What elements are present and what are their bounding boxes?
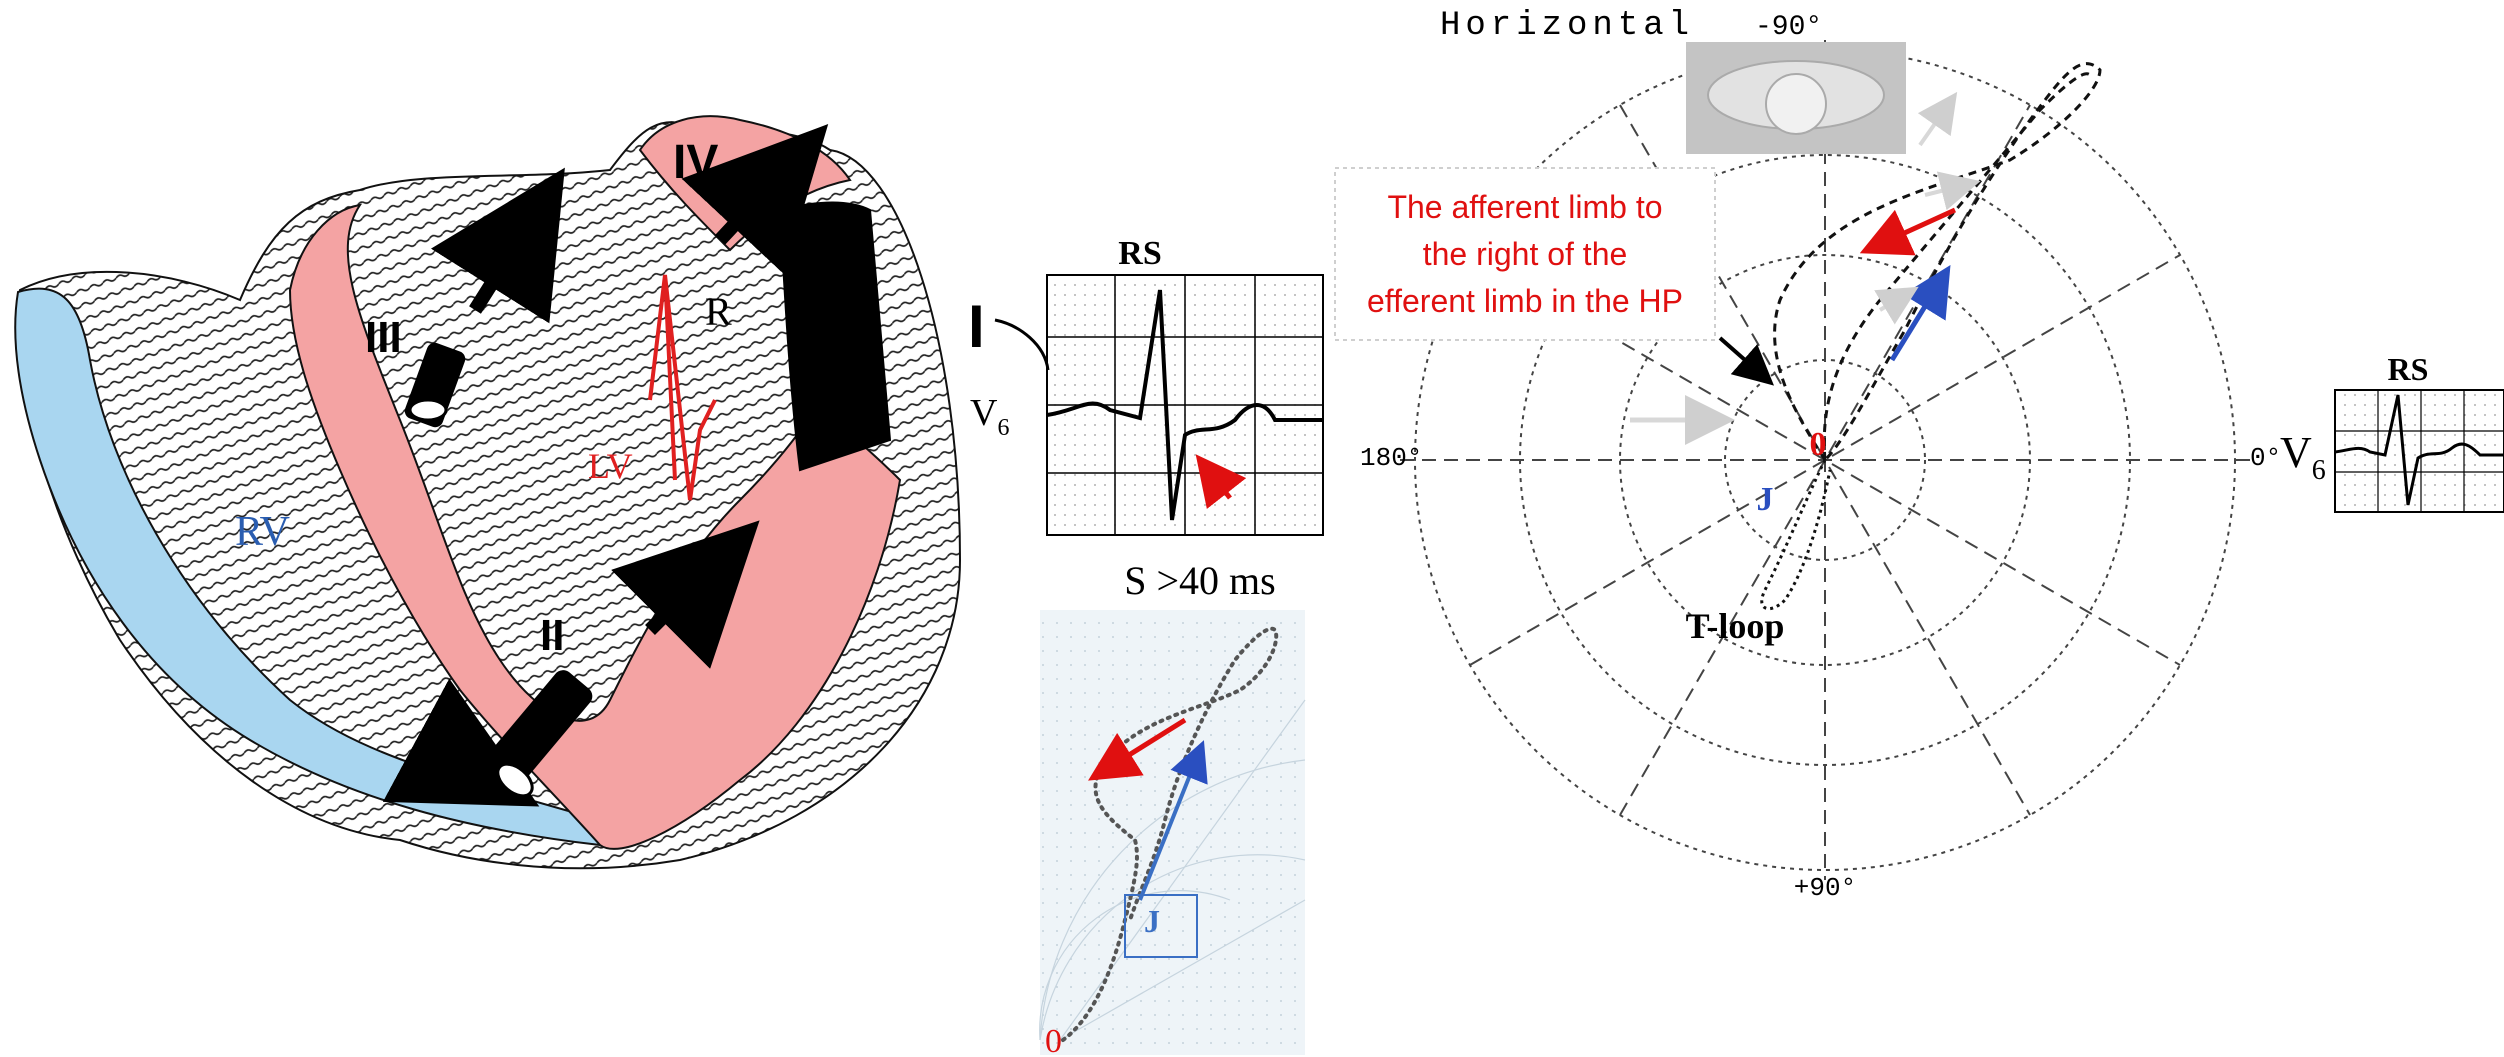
ecg-small-lead-label: V6 xyxy=(970,392,1009,441)
ecg-small-title: RS xyxy=(1118,235,1161,272)
polar-black-arrow xyxy=(1720,338,1762,375)
polar-j-label: J xyxy=(1757,481,1774,518)
label-seg-iv: IV xyxy=(673,136,718,189)
annotation-line-2: the right of the xyxy=(1423,236,1628,272)
polar-origin-label: 0 xyxy=(1810,426,1827,463)
label-r: R xyxy=(705,289,732,334)
polar-t-loop-label: T-loop xyxy=(1686,606,1785,646)
vcg-small-background xyxy=(1040,610,1305,1055)
ecg-small-lead-bracket xyxy=(995,320,1048,370)
torso-thumbnail xyxy=(1686,42,1906,154)
vcg-small-j-label: J xyxy=(1144,903,1160,939)
polar-gray-arrow-right xyxy=(1880,295,1905,310)
vcg-panel-small: J 0 xyxy=(1040,610,1305,1057)
ecg-right-lead-label: V6 xyxy=(2280,428,2326,486)
ecg-right-title: RS xyxy=(2388,351,2429,387)
polar-bottom-angle: +90° xyxy=(1794,873,1856,903)
polar-title: Horizontal xyxy=(1440,7,1694,45)
label-seg-iii: III xyxy=(365,313,402,362)
ecg-panel-right: V6 RS xyxy=(2280,351,2504,512)
ecg-small-lead-symbol: I xyxy=(968,293,985,360)
scar-region xyxy=(780,203,890,471)
annotation-line-3: efferent limb in the HP xyxy=(1367,283,1683,319)
polar-gray-arrow-top xyxy=(1920,105,1948,145)
polar-blue-arrow xyxy=(1892,282,1940,360)
polar-plot: Horizontal -90° xyxy=(1335,7,2281,903)
heart-illustration: RV LV R I II III IV xyxy=(15,116,960,868)
label-seg-ii: II xyxy=(540,611,564,660)
annotation-line-1: The afferent limb to xyxy=(1387,189,1662,225)
vcg-small-origin-label: 0 xyxy=(1045,1023,1062,1057)
polar-left-angle: 180° xyxy=(1360,443,1422,473)
polar-top-angle: -90° xyxy=(1755,12,1822,43)
ecg-right-grid xyxy=(2335,390,2504,512)
label-seg-i: I xyxy=(435,696,447,745)
polar-right-angle: 0° xyxy=(2250,443,2281,473)
label-lv: LV xyxy=(588,446,633,486)
polar-annotation: The afferent limb to the right of the ef… xyxy=(1335,168,1715,340)
polar-red-arrow xyxy=(1878,210,1955,245)
label-rv: RV xyxy=(235,509,290,555)
ecg-small-duration: S >40 ms xyxy=(1124,558,1275,603)
ecg-panel-small: RS I V6 S >40 ms xyxy=(968,235,1323,603)
